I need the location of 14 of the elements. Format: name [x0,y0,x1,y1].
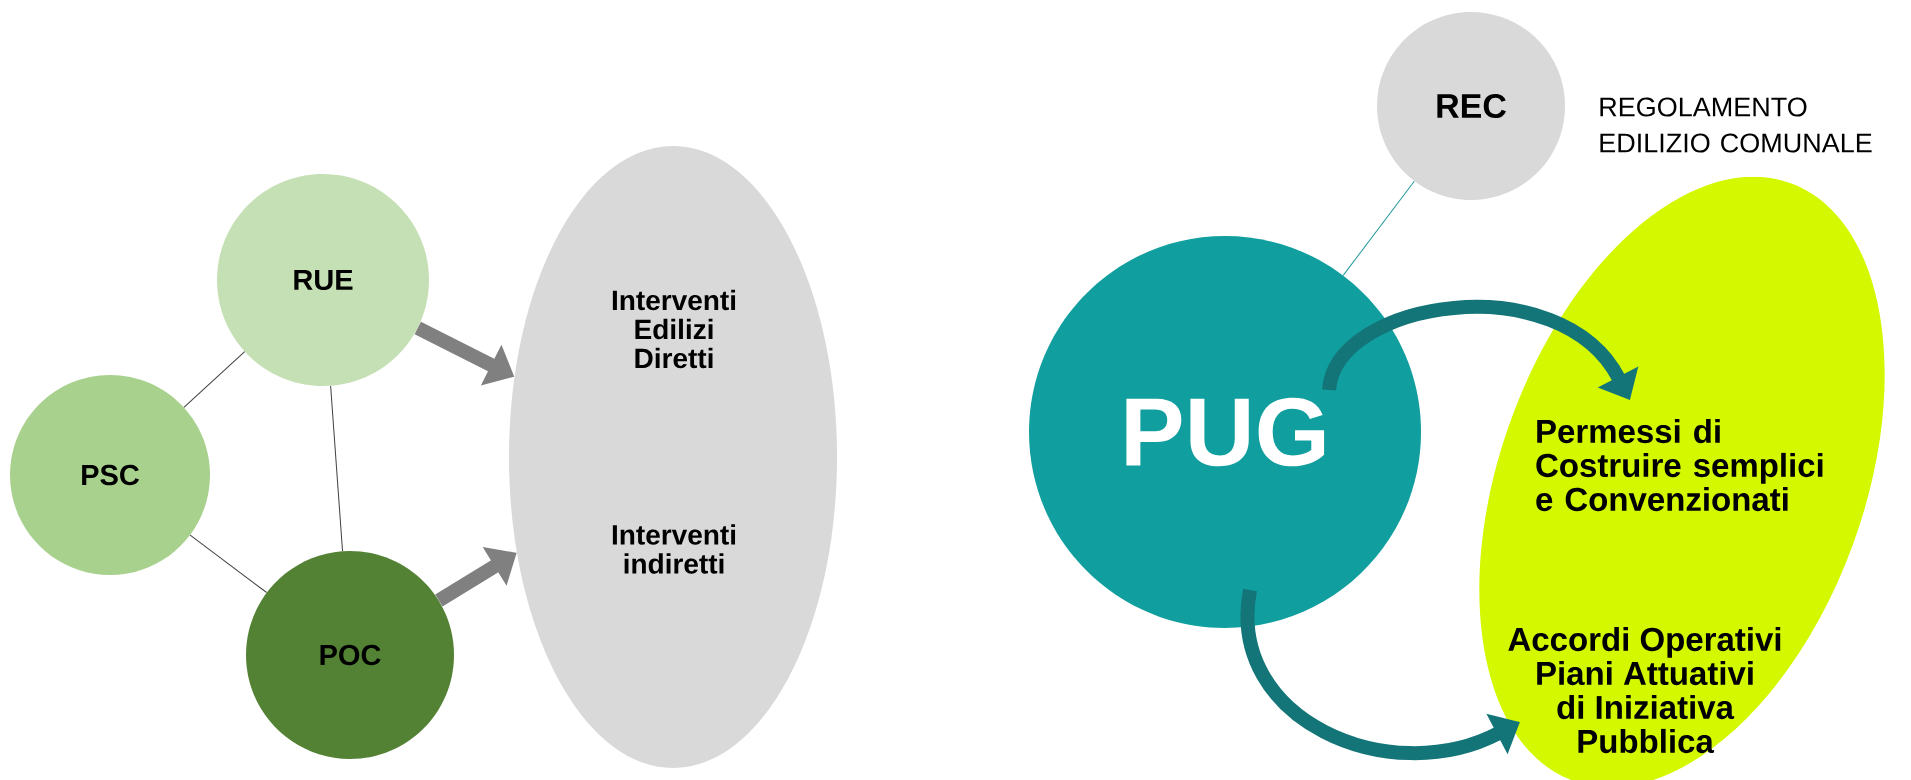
connector-line [330,385,344,552]
circle-node: RUE [217,174,429,386]
ellipse-text: Interventi indiretti [612,524,736,574]
connector-line [1342,180,1415,276]
circle-node: POC [246,551,454,759]
connector-line [183,351,246,408]
side-caption: REGOLAMENTO EDILIZIO COMUNALE [1600,97,1872,153]
circle-node: PSC [10,375,210,575]
circle-node: PUG [1029,236,1421,628]
ellipse-text: Interventi Edilizi Diretti [612,289,736,369]
ellipse-text: Permessi di Costruire semplici e Convenzionati [1536,418,1823,512]
connector-line [189,534,268,593]
ellipse-text: Accordi Operativi Piani Attuativi di Iniziativa Pubblica [1508,626,1781,754]
circle-node: REC [1377,12,1565,200]
